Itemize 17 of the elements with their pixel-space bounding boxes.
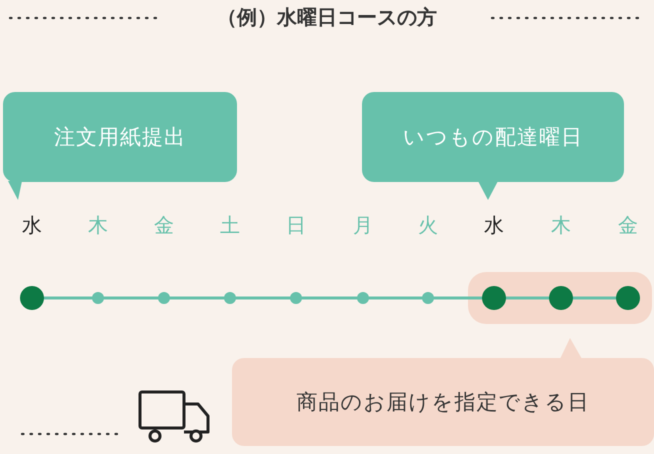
weekday-label: 火: [417, 212, 439, 239]
weekday-label: 月: [352, 212, 374, 239]
weekday-label: 金: [617, 212, 639, 239]
bubble-text: 注文用紙提出: [54, 124, 186, 151]
speech-bubble: [362, 92, 624, 200]
bubble-text: いつもの配達曜日: [403, 124, 583, 151]
weekday-label: 金: [153, 212, 175, 239]
weekday-label: 木: [87, 212, 109, 239]
speech-bubble: [232, 338, 654, 446]
bubble-text: 商品のお届けを指定できる日: [296, 389, 590, 416]
weekday-label: 水: [21, 212, 43, 239]
weekday-label: 水: [483, 212, 505, 239]
weekday-label: 木: [550, 212, 572, 239]
weekday-label: 土: [219, 212, 241, 239]
weekday-label: 日: [285, 212, 307, 239]
title: （例）水曜日コースの方: [216, 4, 438, 31]
speech-bubble: [3, 92, 237, 200]
